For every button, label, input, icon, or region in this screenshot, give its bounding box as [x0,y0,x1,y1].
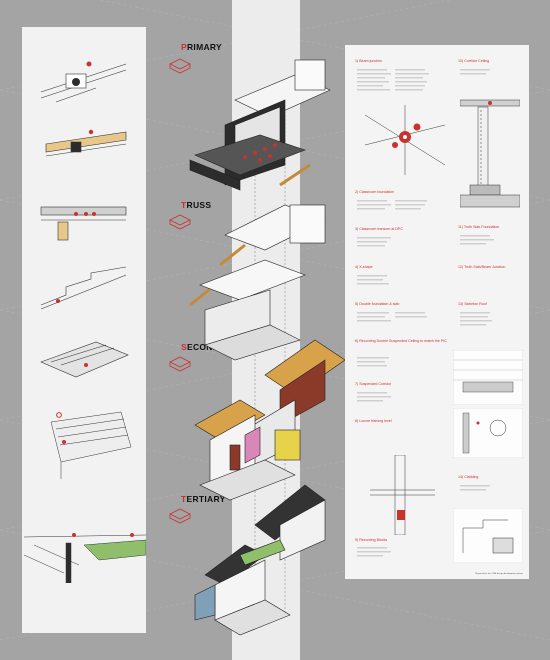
sheet-title-8: 8) Louvre framing level [355,419,392,423]
sheet-title-7: 7) Suspended Corridor [355,382,392,386]
detail-drawing-stair [40,266,127,310]
primary-module [189,59,331,191]
beam-junction-drawing [365,105,445,175]
secondary-stage-icon [169,356,191,372]
louvre-framing-drawing [370,455,435,535]
stage-label-truss: TRUSS [181,200,212,210]
sheet-title-2: 2) Classroom foundation [355,190,395,194]
sheet-title-12: 12) Truth Slab/Beam Junction [458,265,506,269]
left-detail-panel [22,27,146,633]
primary-stage-icon [169,58,191,74]
sheet-title-3: 3) Classroom transom at DPC [355,227,403,231]
secondary-module [194,339,345,501]
sheet-title-9: 9) Recording Blocks [355,538,388,542]
sheet-title-13: 13) Skeleton Roof [458,302,487,306]
sheet-title-5: 5) Double foundation & slab [355,302,400,306]
beam-column-drawing [453,408,523,458]
spec-notes [357,69,494,557]
corridor-ceiling-section [460,99,520,208]
stage-label-primary: PRIMARY [181,42,222,52]
sheet-title-4: 4) X-shape [355,265,373,269]
sheet-title-1: 1) Beam junction [355,59,382,63]
detail-drawing-green-roof [24,533,146,583]
detail-drawing-timber-junction [45,129,127,157]
detail-drawing-foundation [40,206,127,241]
stage-label-tertiary: TERTIARY [181,494,226,504]
tertiary-module [194,484,326,636]
detail-drawing-beam-end [40,61,127,103]
right-detail-sheet: 1) Beam junction 2) Classroom foundation… [345,45,529,579]
sheet-title-10: 10) Corridor Ceiling [458,59,490,63]
sheet-title-11: 11) Truth Slab Foundation [458,225,500,229]
truss-module [189,163,326,361]
sheet-title-14: 14) Cladding [458,475,479,479]
truss-stage-icon [169,214,191,230]
exploded-axonometric [189,59,345,636]
cladding-drawing [453,508,523,563]
roof-section-drawing [453,350,523,405]
sheet-credit: Prepared for the CSM design development … [474,573,523,575]
sheet-title-6: 6) Recording Double Suspended Ceiling to… [355,339,447,343]
tertiary-stage-icon [169,508,191,524]
detail-drawing-roof-corner [50,411,132,479]
detail-drawing-roof-edge [40,341,129,378]
